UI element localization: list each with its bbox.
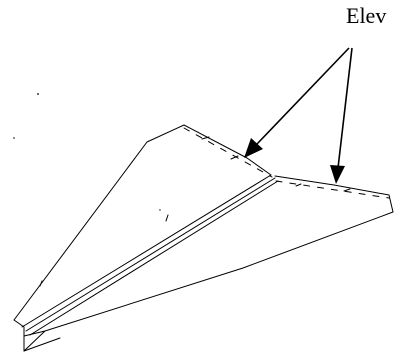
arrowhead-right <box>330 165 345 184</box>
tick-mark <box>230 155 239 160</box>
fuselage-outline <box>13 319 46 352</box>
center-fold-line-1 <box>21 174 272 328</box>
paper-airplane <box>13 124 394 352</box>
scan-specks <box>13 93 161 211</box>
center-fold-line-3 <box>29 180 279 336</box>
tick-mark <box>201 136 210 140</box>
callout-label-elevons: Elev <box>346 3 386 28</box>
right-elevon-hinge-line <box>275 180 390 199</box>
callout-arrows <box>244 47 353 184</box>
arrowhead-left <box>244 138 263 158</box>
right-wing-outline <box>23 175 394 337</box>
tick-mark <box>39 280 43 287</box>
arrow-shaft-right <box>337 47 353 169</box>
speck <box>159 209 161 211</box>
fuselage-bottom-line <box>23 337 61 352</box>
speck <box>37 93 39 95</box>
left-wing-outline <box>13 124 272 321</box>
center-fold-line-2 <box>25 177 276 332</box>
left-elevon-hinge-line <box>183 127 273 178</box>
tick-mark <box>295 183 302 187</box>
tick-mark <box>343 188 351 192</box>
arrow-shaft-left <box>256 47 350 145</box>
tick-mark <box>165 214 169 222</box>
speck <box>13 137 15 139</box>
